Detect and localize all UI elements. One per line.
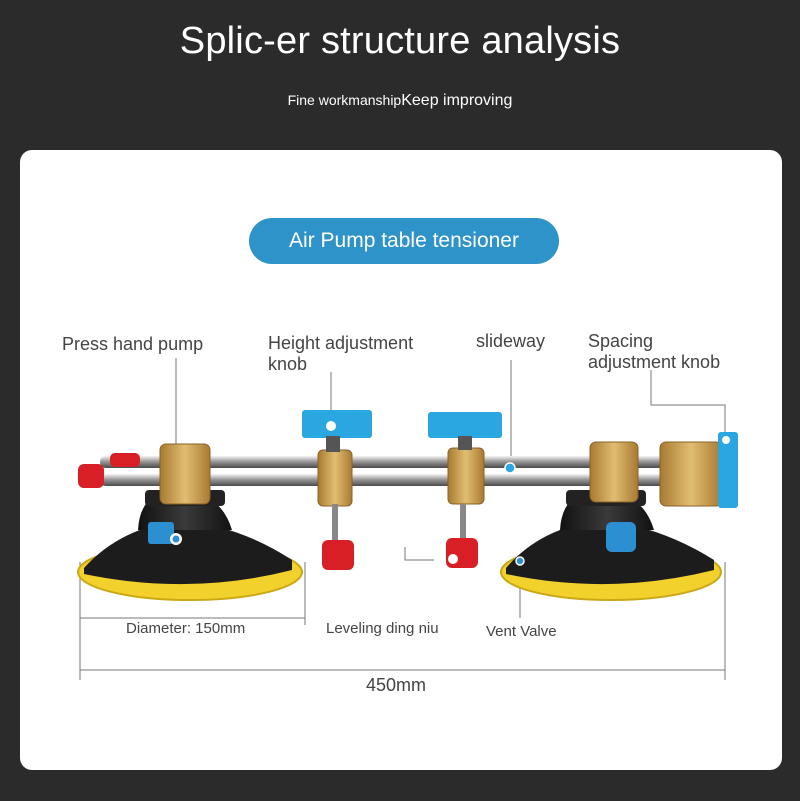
subtitle-part-1: Fine workmanship — [287, 92, 402, 108]
label-spacing-line2: adjustment knob — [588, 352, 721, 372]
product-illustration — [77, 358, 738, 680]
left-suction-cup — [77, 490, 303, 601]
label-height-adjustment-knob: Height adjustment knob — [268, 333, 413, 375]
leveling-screw-2 — [446, 504, 478, 568]
height-knob-1 — [302, 410, 372, 452]
subtitle-part-2: Keep improving — [401, 92, 513, 109]
product-name-badge: Air Pump table tensioner — [249, 218, 559, 264]
label-diameter: Diameter: 150mm — [126, 620, 246, 637]
height-knob-2 — [428, 412, 502, 450]
label-press-hand-pump: Press hand pump — [62, 334, 204, 354]
label-leveling: Leveling ding niu — [326, 620, 439, 637]
page-title: Splic-er structure analysis — [179, 20, 621, 62]
label-slideway: slideway — [476, 331, 546, 351]
spacing-knob — [718, 432, 738, 508]
label-total-length: 450mm — [366, 675, 427, 695]
left-end-cap — [78, 464, 104, 488]
label-vent-valve: Vent Valve — [486, 623, 557, 640]
page-subtitle: Fine workmanshipKeep improving — [0, 92, 800, 110]
label-spacing-adjustment-knob: Spacing adjustment knob — [588, 331, 720, 373]
label-height-line1: Height adjustment — [268, 333, 414, 353]
lower-rod — [100, 474, 700, 486]
label-height-line2: knob — [268, 354, 308, 374]
label-spacing-line1: Spacing — [588, 331, 654, 351]
product-card: Air Pump table tensioner Press hand pump… — [20, 150, 782, 770]
leveling-screw-1 — [322, 504, 354, 570]
upper-rod — [100, 456, 700, 468]
